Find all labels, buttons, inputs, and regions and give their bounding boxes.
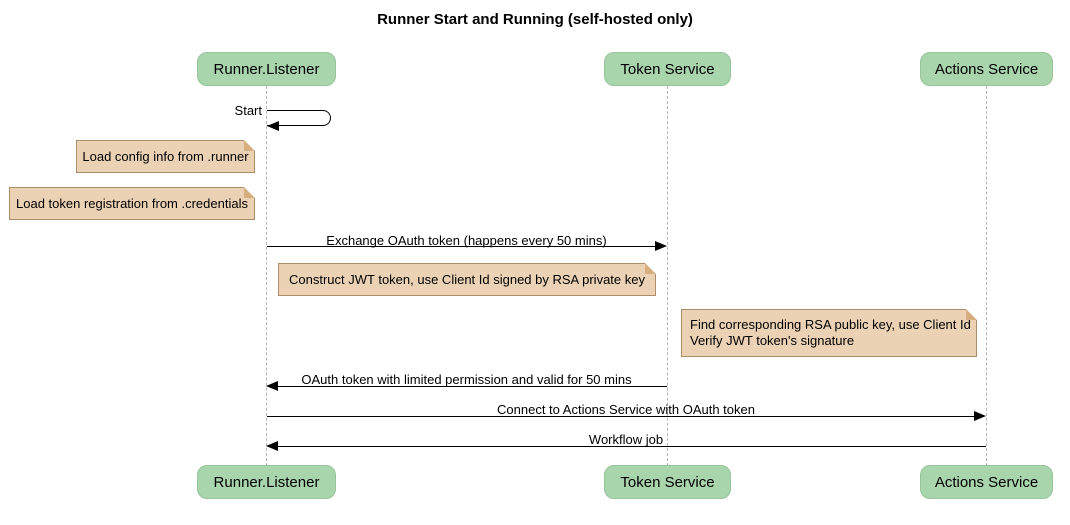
message-workflow-job-line: [276, 446, 986, 447]
participant-token-service-bottom: Token Service: [604, 465, 731, 499]
note-verify-jwt: Find corresponding RSA public key, use C…: [681, 309, 977, 357]
arrowhead-left-icon: [266, 441, 278, 451]
lifeline-runner-listener: [266, 86, 267, 466]
diagram-title: Runner Start and Running (self-hosted on…: [377, 11, 693, 28]
arrowhead-right-icon: [655, 241, 667, 251]
note-load-config: Load config info from .runner: [76, 140, 255, 173]
participant-runner-listener-bottom: Runner.Listener: [197, 465, 336, 499]
arrowhead-left-icon: [267, 121, 279, 131]
message-start-label: Start: [234, 103, 262, 118]
note-verify-jwt-line1: Find corresponding RSA public key, use C…: [690, 317, 971, 332]
message-start-self-loop: [267, 110, 331, 126]
participant-actions-service-bottom: Actions Service: [920, 465, 1053, 499]
note-verify-jwt-line2: Verify JWT token's signature: [690, 333, 855, 348]
note-construct-jwt: Construct JWT token, use Client Id signe…: [278, 263, 656, 296]
message-exchange-oauth-label: Exchange OAuth token (happens every 50 m…: [326, 233, 607, 248]
participant-token-service-top: Token Service: [604, 52, 731, 86]
note-load-token-registration: Load token registration from .credential…: [9, 187, 255, 220]
lifeline-actions-service: [986, 86, 987, 466]
arrowhead-left-icon: [266, 381, 278, 391]
message-exchange-oauth-line: [267, 246, 659, 247]
message-oauth-return-label: OAuth token with limited permission and …: [301, 372, 632, 387]
lifeline-token-service: [667, 86, 668, 466]
participant-actions-service-top: Actions Service: [920, 52, 1053, 86]
message-connect-line: [267, 416, 978, 417]
message-workflow-job-label: Workflow job: [588, 432, 664, 447]
participant-runner-listener-top: Runner.Listener: [197, 52, 336, 86]
message-connect-label: Connect to Actions Service with OAuth to…: [497, 402, 755, 417]
message-oauth-return-line: [276, 386, 667, 387]
arrowhead-right-icon: [974, 411, 986, 421]
